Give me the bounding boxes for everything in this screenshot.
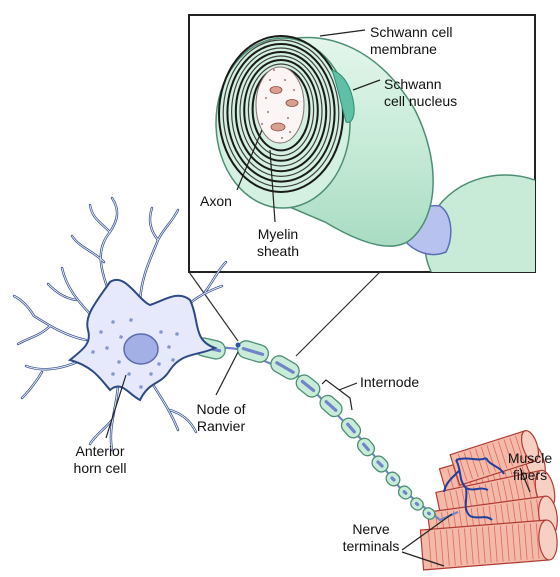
label-muscle-fibers: Muscle fibers bbox=[500, 450, 560, 484]
label-nerve-terminals: Nerve terminals bbox=[330, 521, 412, 555]
label-axon: Axon bbox=[200, 193, 232, 210]
label-internode: Internode bbox=[360, 374, 419, 391]
myelin-segment bbox=[317, 392, 345, 419]
node-of-ranvier-marker bbox=[236, 343, 241, 348]
label-anterior-horn-cell: Anterior horn cell bbox=[60, 443, 140, 477]
leader-internode bbox=[339, 383, 357, 390]
myelin-segment bbox=[268, 353, 302, 382]
myelin-segment bbox=[236, 339, 271, 365]
label-node-of-ranvier: Node of Ranvier bbox=[186, 401, 256, 435]
label-schwann-cell-nucleus: Schwann cell nucleus bbox=[384, 76, 457, 110]
label-schwann-cell-membrane: Schwann cell membrane bbox=[370, 24, 453, 58]
zoom-line-right bbox=[296, 272, 380, 356]
cross-section-inset bbox=[189, 15, 560, 315]
cell-nucleus bbox=[124, 334, 158, 364]
label-myelin-sheath: Myelin sheath bbox=[248, 226, 308, 260]
